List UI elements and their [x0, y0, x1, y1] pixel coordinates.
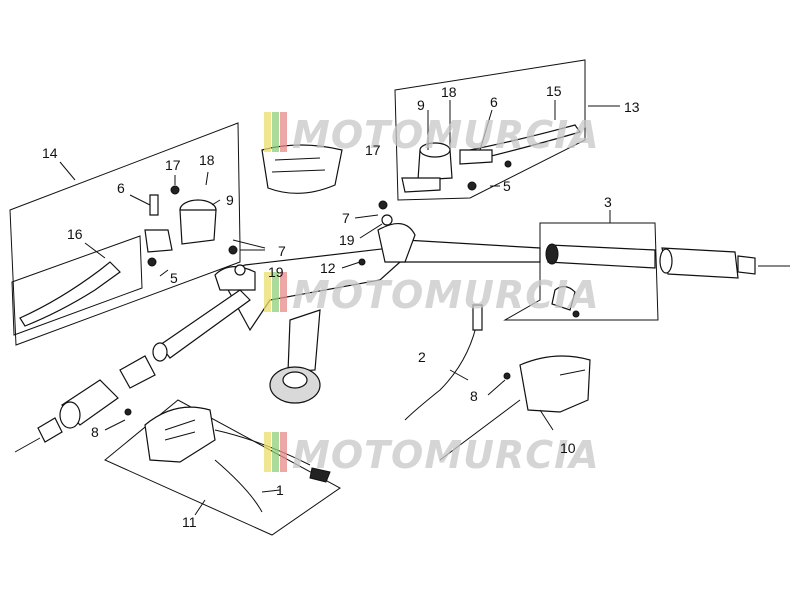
watermark-top: MOTOMURCIA — [264, 112, 600, 157]
assembly-box-13 — [394, 59, 586, 201]
callout-18: 18 — [441, 84, 457, 100]
callout-7: 7 — [342, 210, 350, 226]
callout-labels: 1 2 3 5 5 6 6 7 7 8 8 9 9 10 11 12 13 14… — [42, 83, 640, 530]
watermark-stripe — [272, 112, 279, 152]
watermark-stripe — [280, 112, 287, 152]
throttle-cable — [404, 304, 483, 421]
callout-16: 16 — [67, 226, 83, 242]
callout-10: 10 — [560, 440, 576, 456]
callout-5: 5 — [170, 270, 178, 286]
callout-3: 3 — [604, 194, 612, 210]
fasteners — [124, 200, 511, 416]
callout-15: 15 — [546, 83, 562, 99]
assembly-box-3 — [503, 222, 659, 321]
left-switch-housing — [144, 406, 331, 513]
callout-5: 5 — [503, 178, 511, 194]
right-switch-housing — [439, 355, 591, 461]
callout-17: 17 — [365, 142, 381, 158]
handlebar — [152, 223, 541, 404]
callout-7: 7 — [278, 243, 286, 259]
callout-19: 19 — [268, 264, 284, 280]
callout-9: 9 — [226, 192, 234, 208]
watermark-stripe — [264, 432, 271, 472]
callout-14: 14 — [42, 145, 58, 161]
callout-19: 19 — [339, 232, 355, 248]
left-grip-parts — [14, 355, 156, 453]
callout-11: 11 — [182, 514, 197, 530]
watermark-text: MOTOMURCIA — [292, 273, 600, 317]
watermark-stripe — [280, 432, 287, 472]
callout-8: 8 — [470, 388, 478, 404]
callout-12: 12 — [320, 260, 336, 276]
callout-18: 18 — [199, 152, 215, 168]
assembly-box-14 — [9, 122, 241, 346]
watermark-stripe — [272, 272, 279, 312]
leader-lines — [59, 100, 620, 516]
watermark-text: MOTOMURCIA — [292, 433, 600, 477]
callout-13: 13 — [624, 99, 640, 115]
watermark-stripe — [264, 272, 271, 312]
watermark-bottom: MOTOMURCIA — [264, 432, 600, 477]
right-grip-parts — [545, 243, 790, 318]
callout-6: 6 — [117, 180, 125, 196]
callout-6: 6 — [490, 94, 498, 110]
watermark-stripe — [280, 272, 287, 312]
watermark-stripe — [264, 112, 271, 152]
watermark-text: MOTOMURCIA — [292, 113, 600, 157]
callout-8: 8 — [91, 424, 99, 440]
left-brake-lever — [19, 185, 217, 327]
callout-2: 2 — [418, 349, 426, 365]
callout-9: 9 — [417, 97, 425, 113]
callout-1: 1 — [276, 482, 284, 498]
watermark-stripe — [272, 432, 279, 472]
callout-17: 17 — [165, 157, 181, 173]
watermark-middle: MOTOMURCIA — [264, 272, 600, 317]
